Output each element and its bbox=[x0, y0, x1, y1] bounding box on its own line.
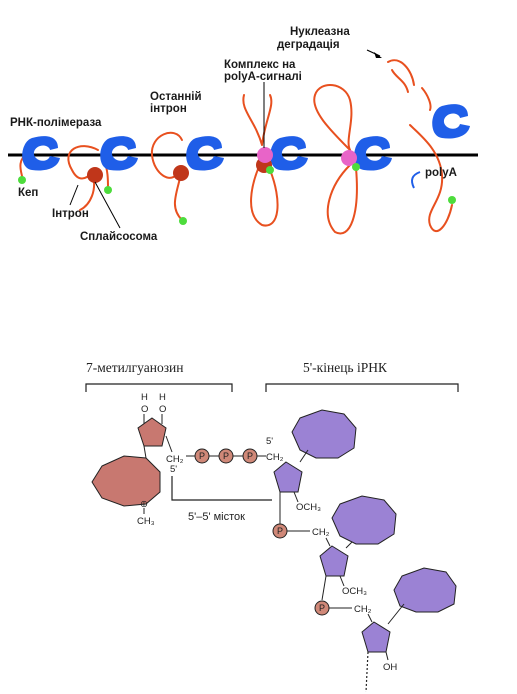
rna-polymerase-5 bbox=[354, 136, 392, 171]
nucleotide-2-sugar bbox=[319, 545, 349, 577]
atom-h-1: H bbox=[141, 392, 148, 403]
nucleotide-1-sugar bbox=[273, 461, 303, 493]
pointer-intron bbox=[69, 184, 79, 206]
bond-n1-base bbox=[299, 449, 309, 463]
bond-n2-phosphate bbox=[321, 575, 327, 601]
transcription-panel: РНК-полімераза Кеп Інтрон Сплайсосома Ос… bbox=[8, 26, 478, 243]
pointer-spliceosome bbox=[94, 181, 121, 229]
bond-n3-oh bbox=[385, 651, 389, 661]
label-spliceosome: Сплайсосома bbox=[80, 231, 158, 243]
rna-polymerase-2 bbox=[100, 136, 138, 171]
polya-complex-1 bbox=[257, 147, 273, 163]
nucleotide-1-base bbox=[291, 409, 357, 459]
chain-continuation bbox=[365, 651, 369, 693]
atom-plus: ⊕ bbox=[140, 499, 148, 510]
atom-5prime-1: 5' bbox=[170, 464, 177, 475]
label-polymerase: РНК-полімераза bbox=[10, 117, 102, 129]
bracket-guanosine bbox=[85, 383, 233, 392]
bridge-bracket bbox=[171, 476, 272, 501]
bond-n1-och3 bbox=[293, 491, 299, 503]
rna-polymerase-3 bbox=[186, 136, 224, 171]
rna-transcript-3 bbox=[150, 131, 183, 221]
phosphate-label-4: P bbox=[277, 526, 283, 536]
guanosine-ribose bbox=[137, 417, 167, 447]
rna-polymerase-4 bbox=[270, 136, 308, 171]
label-degradation-1: Нуклеазна bbox=[290, 26, 350, 38]
atom-5prime-2: 5' bbox=[266, 436, 273, 447]
phosphate-1 bbox=[194, 448, 210, 464]
polya-tail bbox=[411, 171, 421, 189]
rna-fragment-degraded bbox=[391, 69, 409, 93]
atom-och3-1: OCH₃ bbox=[296, 502, 321, 513]
phosphate-label-2: P bbox=[223, 451, 229, 461]
atom-ch2-4: CH₂ bbox=[354, 604, 372, 615]
label-methylguanosine: 7-метилгуанозин bbox=[86, 360, 184, 375]
arrow-head bbox=[374, 52, 382, 58]
label-polya-complex-2: polyA-сигналі bbox=[224, 71, 302, 83]
nucleotide-2-base bbox=[331, 495, 397, 545]
phosphate-3 bbox=[242, 448, 258, 464]
label-mrna-end: 5'-кінець іРНК bbox=[303, 360, 388, 375]
rna-polymerase-released bbox=[432, 104, 470, 139]
cap-structure-panel: 7-метилгуанозин 5'-кінець іРНК H H O O ⊕… bbox=[85, 360, 459, 693]
spliceosome-1 bbox=[87, 167, 103, 183]
rna-transcript-6 bbox=[387, 59, 453, 233]
label-polya: polyA bbox=[425, 167, 457, 179]
guanosine-base bbox=[91, 455, 161, 507]
bond-n3-base bbox=[387, 603, 405, 625]
bond-n2-och3 bbox=[339, 575, 345, 587]
spliceosome-2 bbox=[173, 165, 189, 181]
atom-och3-2: OCH₃ bbox=[342, 586, 367, 597]
cap-dot-6 bbox=[448, 196, 456, 204]
cap-dot-1 bbox=[18, 176, 26, 184]
rna-transcript-5 bbox=[313, 84, 358, 235]
bond-n2-base bbox=[345, 541, 353, 549]
atom-h-2: H bbox=[159, 392, 166, 403]
label-polya-complex-1: Комплекс на bbox=[224, 59, 296, 71]
phosphate-label-5: P bbox=[319, 603, 325, 613]
label-last-intron-2: інтрон bbox=[150, 103, 187, 115]
atom-ch2-2: CH₂ bbox=[266, 452, 284, 463]
atom-ch2-1: CH₂ bbox=[166, 454, 184, 465]
rna-polymerase-1 bbox=[22, 136, 60, 171]
bond-n2-ch2 bbox=[325, 537, 331, 547]
bond-n3-ch2 bbox=[367, 613, 373, 623]
label-intron: Інтрон bbox=[52, 208, 89, 220]
label-cap: Кеп bbox=[18, 187, 38, 199]
phosphate-label-3: P bbox=[247, 451, 253, 461]
atom-oh: OH bbox=[383, 662, 397, 673]
atom-o-2: O bbox=[159, 404, 166, 415]
label-degradation-2: деградація bbox=[277, 39, 340, 51]
cap-dot-2 bbox=[104, 186, 112, 194]
label-bridge: 5'–5' місток bbox=[188, 511, 245, 523]
polya-complex-2 bbox=[341, 150, 357, 166]
nucleotide-3-base bbox=[393, 567, 457, 613]
rna-transcript-4 bbox=[242, 94, 279, 227]
cap-dot-5 bbox=[352, 163, 360, 171]
bond-base-ribose bbox=[143, 445, 147, 459]
atom-ch3-1: CH₃ bbox=[137, 516, 155, 527]
phosphate-label-1: P bbox=[199, 451, 205, 461]
atom-o-1: O bbox=[141, 404, 148, 415]
cap-dot-4 bbox=[266, 166, 274, 174]
cap-dot-3 bbox=[179, 217, 187, 225]
bond-ribose-ch2 bbox=[165, 435, 173, 453]
phosphate-2 bbox=[218, 448, 234, 464]
nucleotide-3-sugar bbox=[361, 621, 391, 653]
atom-ch2-3: CH₂ bbox=[312, 527, 330, 538]
bracket-mrna bbox=[265, 383, 459, 392]
label-last-intron-1: Останній bbox=[150, 91, 202, 103]
